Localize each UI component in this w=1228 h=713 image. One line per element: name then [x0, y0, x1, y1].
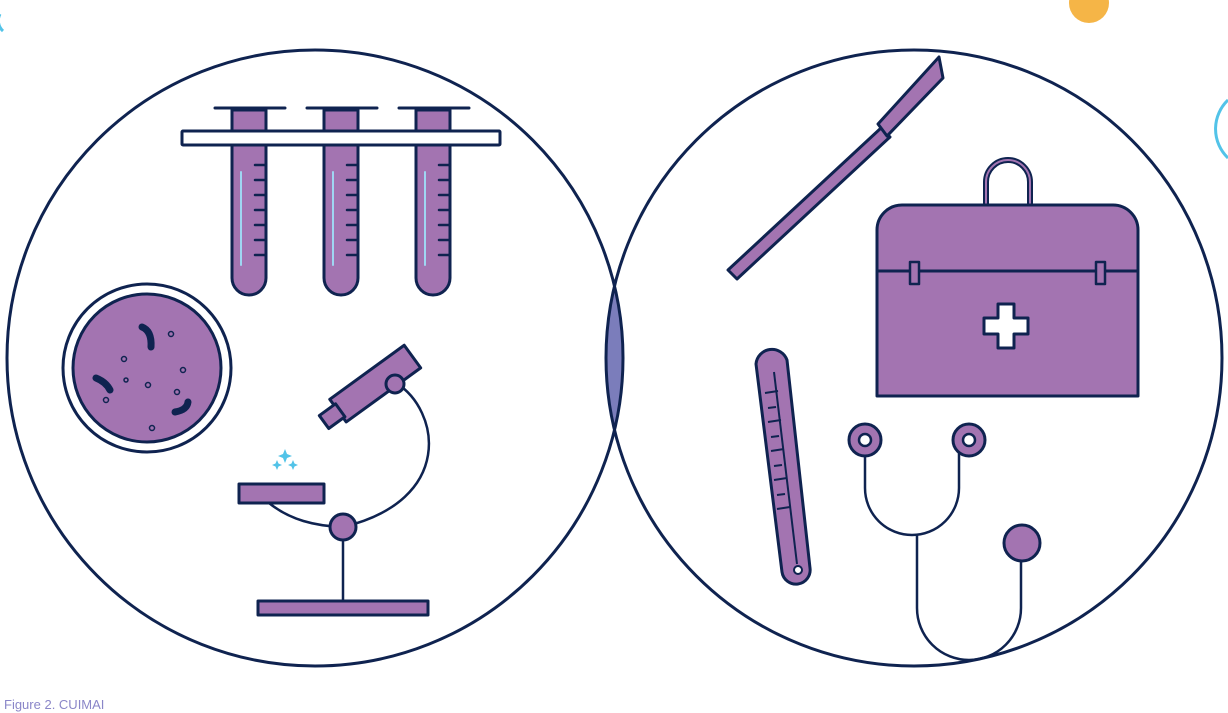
microscope-icon	[239, 345, 429, 615]
stethoscope-icon	[849, 424, 1040, 660]
petri-dish-icon	[63, 284, 231, 452]
thermometer-icon	[756, 349, 810, 584]
left-edge-arc-icon	[0, 14, 3, 31]
cyan-ring-arc-icon	[1216, 100, 1228, 158]
orange-dot-icon	[1069, 0, 1109, 23]
medical-bag-icon	[877, 160, 1138, 396]
figure-caption: Figure 2. CUIMAI	[4, 697, 104, 713]
sparkle-icon	[272, 449, 298, 470]
test-tubes-rack-icon	[182, 108, 500, 295]
